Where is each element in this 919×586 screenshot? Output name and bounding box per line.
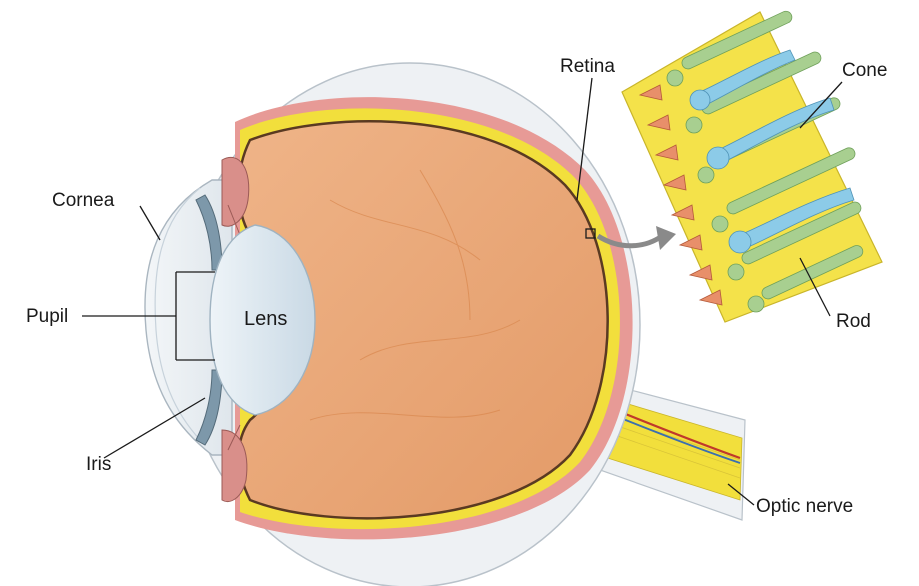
label-optic-nerve: Optic nerve: [756, 496, 853, 517]
label-lens: Lens: [244, 308, 287, 330]
label-rod: Rod: [836, 311, 871, 332]
label-pupil: Pupil: [26, 306, 68, 327]
cornea-leader: [140, 206, 160, 240]
label-iris: Iris: [86, 454, 111, 475]
retina-magnified-patch: [622, 9, 882, 322]
label-cone: Cone: [842, 60, 887, 81]
label-cornea: Cornea: [52, 190, 115, 211]
label-retina: Retina: [560, 56, 615, 77]
